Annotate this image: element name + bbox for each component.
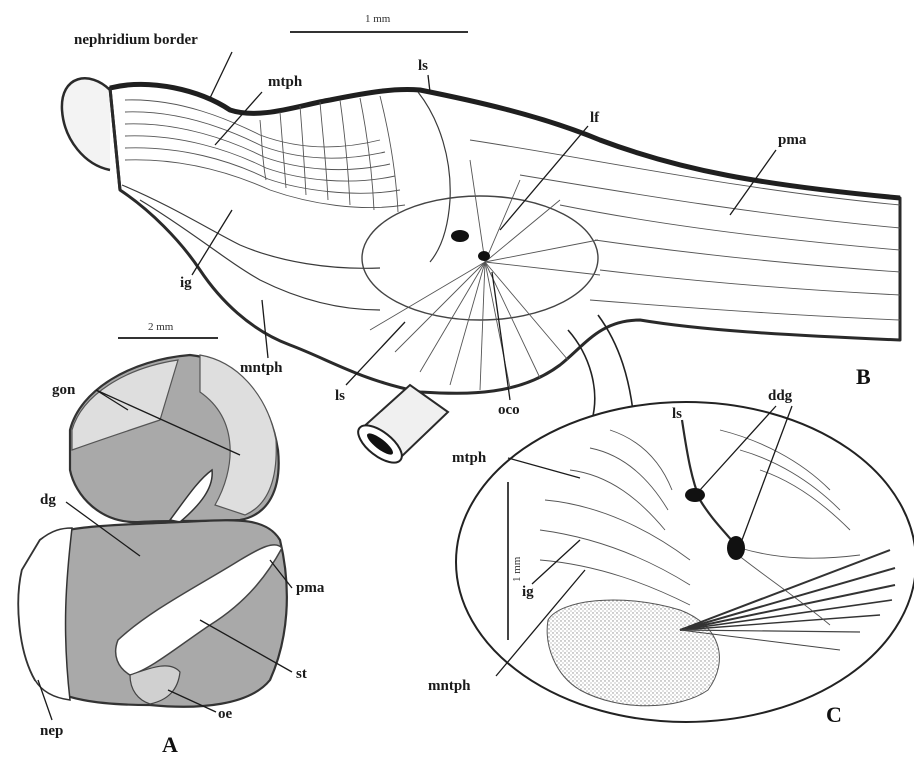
label-gon: gon [52, 382, 76, 398]
mntph-band [140, 200, 380, 310]
panel-c-drawing [456, 402, 914, 722]
label-mntph-b: mntph [240, 360, 283, 376]
pore-spot-c-1 [685, 488, 705, 502]
ls-septum [418, 92, 450, 262]
body-left-wall [110, 88, 120, 190]
label-ddg: ddg [768, 388, 793, 404]
label-mtph-b: mtph [268, 74, 303, 90]
label-st: st [296, 666, 307, 682]
label-ig-c: ig [522, 584, 534, 600]
scale-bar-b: 1 mm [290, 13, 468, 32]
body-tip-cap [62, 78, 110, 170]
label-dg: dg [40, 492, 56, 508]
label-oco: oco [498, 402, 520, 418]
scale-bar-a-label: 2 mm [148, 321, 174, 333]
scale-bar-c-label: 1 mm [511, 556, 523, 582]
radiating-fibres [370, 160, 600, 390]
label-lf: lf [590, 110, 600, 126]
panel-letter-b: B [856, 364, 871, 389]
label-nephridium-border: nephridium border [74, 32, 198, 48]
label-oe: oe [218, 706, 233, 722]
label-ls-bottom: ls [335, 388, 345, 404]
panel-a-drawing [18, 355, 286, 707]
label-ls-top: ls [418, 58, 428, 74]
label-ls-c: ls [672, 406, 682, 422]
label-ig-b: ig [180, 275, 192, 291]
label-pma-a: pma [296, 580, 325, 596]
scale-bar-a: 2 mm [118, 321, 218, 338]
scale-bar-b-label: 1 mm [365, 13, 391, 25]
pore-spot-2 [478, 251, 490, 261]
label-pma-b: pma [778, 132, 807, 148]
nep-region [18, 528, 72, 700]
panel-letter-c: C [826, 702, 842, 727]
pore-spot-1 [451, 230, 469, 242]
duct-tube [352, 385, 448, 469]
label-nep: nep [40, 723, 63, 739]
panel-letter-a: A [162, 732, 178, 757]
label-mtph-c: mtph [452, 450, 487, 466]
label-mntph-c: mntph [428, 678, 471, 694]
ig-band [122, 185, 380, 268]
